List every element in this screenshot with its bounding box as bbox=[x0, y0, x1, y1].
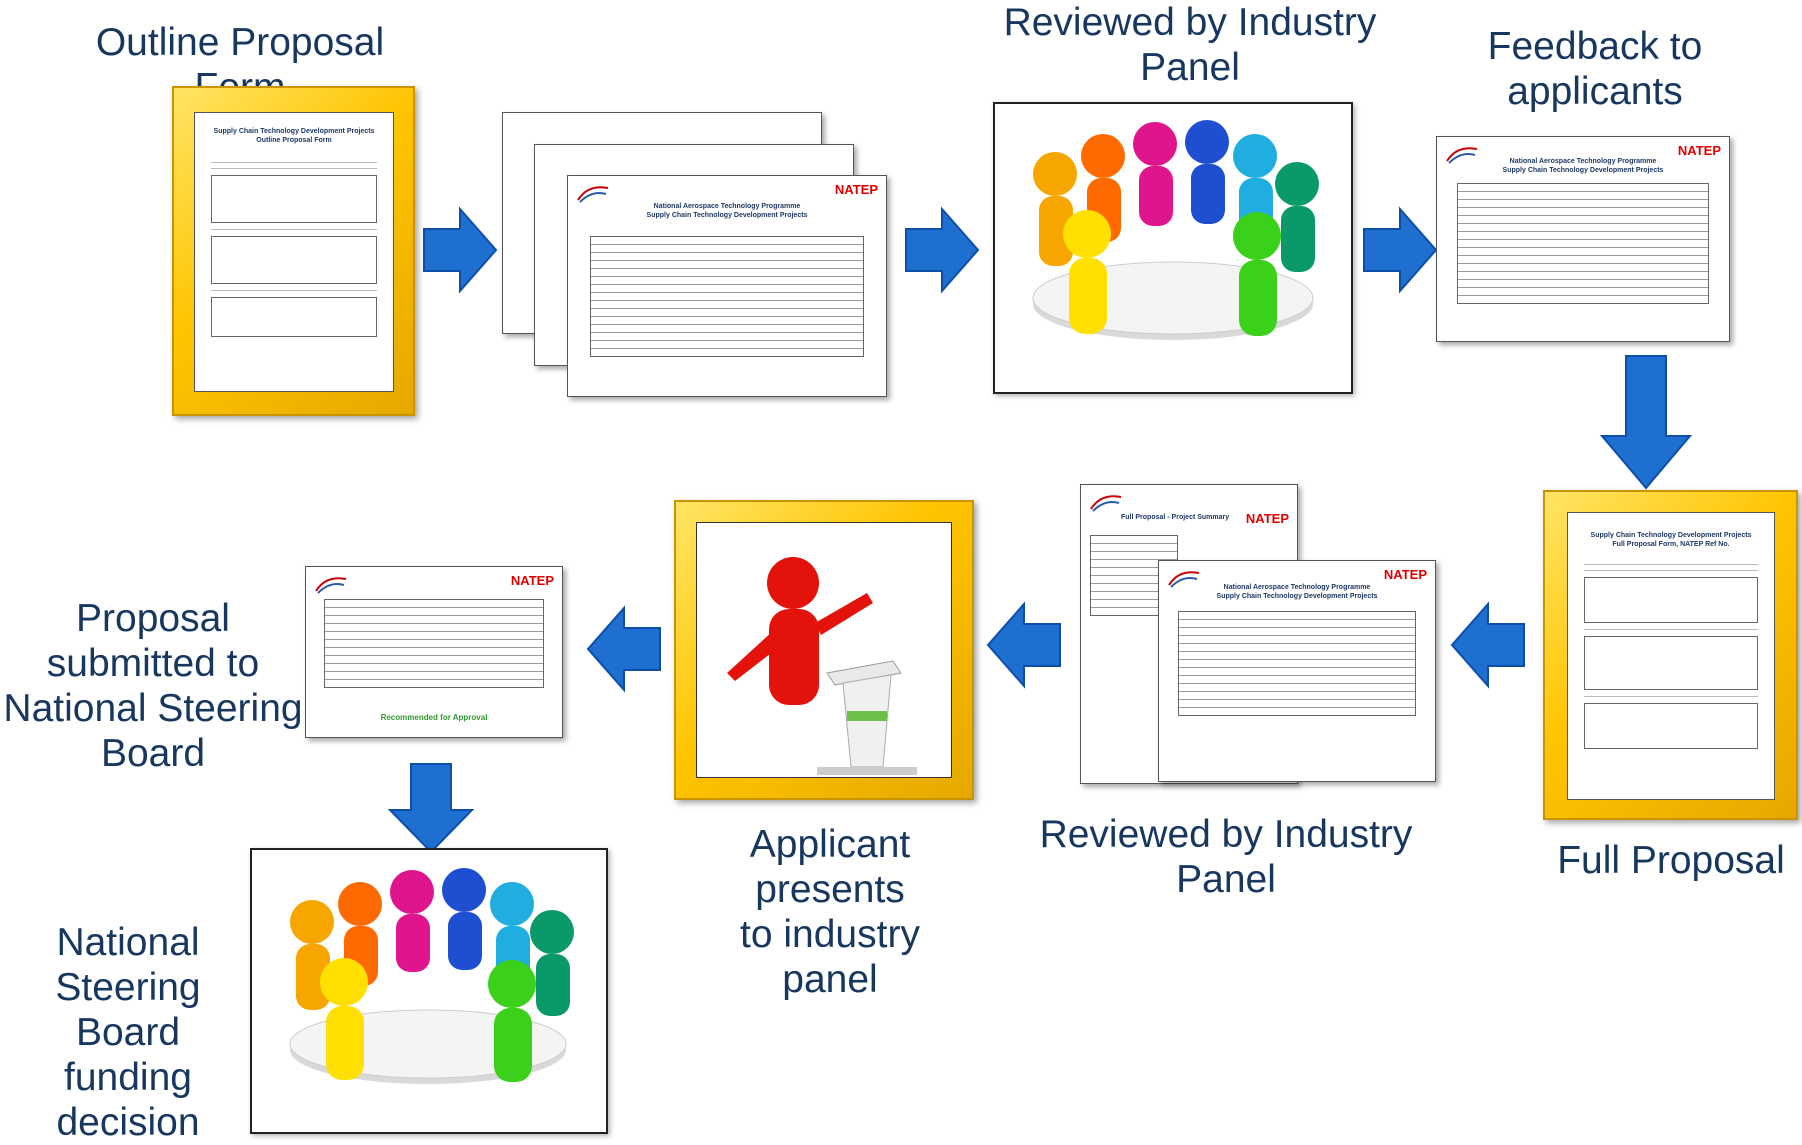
feedback-sheet-title: National Aerospace Technology Programme … bbox=[1502, 158, 1664, 174]
label-reviewed-industry-panel-2: Reviewed by Industry Panel bbox=[1039, 813, 1413, 901]
arrow-left-icon bbox=[1450, 601, 1525, 689]
nsb-meeting-image bbox=[250, 848, 608, 1134]
industry-panel-meeting-image bbox=[993, 102, 1353, 394]
recommended-for-approval: Recommended for Approval bbox=[380, 713, 488, 722]
arrow-left-icon bbox=[586, 605, 661, 693]
full-proposal-document: Supply Chain Technology Development Proj… bbox=[1567, 512, 1775, 800]
arrow-right-icon bbox=[905, 206, 980, 294]
natep-logo-icon bbox=[577, 186, 609, 203]
label-nsb-funding-decision: National Steering Board funding decision bbox=[55, 921, 201, 1144]
full-proposal-frame: Supply Chain Technology Development Proj… bbox=[1543, 490, 1798, 820]
arrow-down-icon bbox=[1599, 355, 1693, 490]
arrow-right-icon bbox=[423, 206, 498, 294]
label-proposal-submitted: Proposal submitted to National Steering … bbox=[3, 597, 303, 775]
natep-brand: NATEP bbox=[1677, 143, 1721, 158]
natep-logo-icon bbox=[1090, 495, 1122, 512]
label-full-proposal: Full Proposal bbox=[1557, 839, 1785, 882]
review-sheet-title: National Aerospace Technology Programme … bbox=[1216, 584, 1378, 600]
arrow-right-icon bbox=[1363, 206, 1438, 294]
review-assessment-sheet: NATEP National Aerospace Technology Prog… bbox=[1158, 560, 1436, 782]
assessment-title: National Aerospace Technology Programme … bbox=[646, 203, 808, 219]
outline-form-frame: Supply Chain Technology Development Proj… bbox=[172, 86, 415, 416]
arrow-left-icon bbox=[986, 601, 1061, 689]
natep-brand: NATEP bbox=[1245, 511, 1289, 526]
outline-form-document: Supply Chain Technology Development Proj… bbox=[194, 112, 394, 392]
natep-logo-icon bbox=[315, 577, 347, 594]
assessment-sheet-front: NATEP National Aerospace Technology Prog… bbox=[567, 175, 887, 397]
natep-brand: NATEP bbox=[510, 573, 554, 588]
feedback-assessment-sheet: NATEP National Aerospace Technology Prog… bbox=[1436, 136, 1730, 342]
natep-brand: NATEP bbox=[834, 182, 878, 197]
applicant-presenter-image bbox=[696, 522, 952, 778]
project-summary-title: Full Proposal - Project Summary bbox=[1121, 514, 1230, 521]
label-applicant-presents: Applicant presents to industry panel bbox=[740, 823, 920, 1001]
arrow-down-icon bbox=[387, 763, 475, 854]
recommendation-sheet: NATEP Recommended for Approval bbox=[305, 566, 563, 738]
label-reviewed-industry-panel-1: Reviewed by Industry Panel bbox=[1003, 1, 1377, 89]
natep-logo-icon bbox=[1446, 147, 1478, 164]
outline-form-title: Supply Chain Technology Development Proj… bbox=[213, 128, 375, 144]
full-proposal-form-title: Supply Chain Technology Development Proj… bbox=[1590, 532, 1752, 548]
presenter-frame bbox=[674, 500, 974, 800]
label-feedback-to-applicants: Feedback to applicants bbox=[1487, 25, 1703, 113]
natep-brand: NATEP bbox=[1383, 567, 1427, 582]
natep-logo-icon bbox=[1168, 571, 1200, 588]
